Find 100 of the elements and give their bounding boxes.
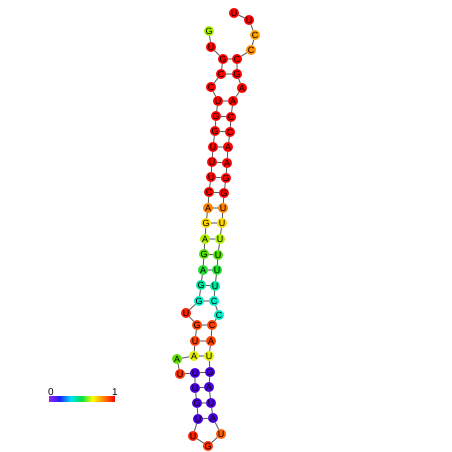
connector-line — [214, 192, 220, 194]
nucleotide-circle: U — [190, 383, 200, 393]
nucleotide-circle: G — [192, 398, 202, 408]
connector-line — [210, 222, 218, 224]
connector-line — [221, 63, 223, 70]
connector-line — [218, 243, 220, 251]
connector-line — [199, 289, 201, 297]
connector-line — [204, 228, 206, 234]
connector-line — [199, 386, 205, 388]
connector-line — [222, 212, 224, 218]
connector-line — [226, 168, 228, 174]
connector-line — [238, 78, 241, 84]
nucleotide-circle: C — [225, 127, 235, 137]
connector-line — [214, 50, 220, 56]
connector-line — [196, 438, 204, 444]
connector-line — [209, 345, 211, 352]
connector-line — [235, 92, 240, 98]
nucleotide-circle: A — [237, 83, 247, 93]
nucleotide-circle: A — [189, 351, 199, 361]
connector-line — [208, 254, 214, 256]
connector-line — [220, 130, 226, 132]
nucleotide-circle: C — [250, 30, 260, 40]
connector-line — [211, 436, 218, 444]
nucleotide-circle: A — [204, 382, 214, 392]
nucleotide-circle: A — [223, 142, 233, 152]
connector-line — [214, 290, 216, 296]
connector-line — [202, 402, 206, 404]
nucleotide-circle: C — [209, 296, 219, 306]
nucleotide-circle: G — [201, 218, 211, 228]
connector-line — [201, 274, 203, 281]
connector-line — [204, 300, 210, 302]
nucleotide-circle: C — [204, 187, 214, 197]
nucleotide-circle: U — [208, 142, 218, 152]
connector-line — [177, 363, 180, 370]
connector-line — [208, 376, 210, 382]
connector-line — [214, 120, 216, 126]
nucleotide-circle: C — [216, 69, 226, 79]
connector-line — [228, 58, 232, 60]
connector-line — [209, 181, 211, 188]
nucleotide-circle: U — [181, 308, 191, 318]
nucleotide-circle: U — [207, 157, 217, 167]
nucleotide-circle: G — [221, 173, 231, 183]
connector-line — [226, 152, 228, 158]
connector-line — [230, 122, 232, 128]
nucleotide-circle: U — [229, 8, 239, 18]
connector-line — [195, 392, 197, 399]
nucleotide-circle: G — [232, 69, 242, 79]
connector-line — [195, 329, 197, 337]
nucleotide-circle: U — [217, 218, 227, 228]
nucleotide-circle: C — [226, 112, 236, 122]
nucleotide-circle: G — [203, 441, 213, 451]
nucleotide-circle: U — [188, 431, 198, 441]
connector-line — [209, 35, 211, 43]
connector-line — [216, 260, 218, 266]
nucleotide-circle: A — [203, 203, 213, 213]
connector-line — [208, 360, 210, 368]
connector-line — [206, 212, 208, 219]
nucleotide-circle: G — [210, 126, 220, 136]
connector-line — [196, 408, 198, 414]
nucleotide-circle: U — [190, 368, 200, 378]
connector-line — [216, 105, 218, 112]
connector-line — [181, 356, 190, 359]
scale-tick-label: 0 — [48, 388, 54, 398]
nucleotide-circle: C — [207, 320, 217, 330]
nucleotide-circle: C — [246, 45, 256, 55]
connector-line — [194, 378, 196, 384]
connector-line — [252, 39, 254, 46]
connector-line — [205, 284, 211, 286]
connector-line — [200, 340, 206, 342]
connector-line — [209, 391, 211, 399]
connector-line — [210, 330, 212, 336]
connector-line — [184, 372, 190, 374]
connector-line — [202, 258, 204, 266]
nucleotide-circle: U — [244, 15, 254, 25]
connector-line — [224, 182, 226, 189]
nucleotide-circle: C — [214, 310, 224, 320]
connector-line — [210, 238, 216, 240]
nucleotide-circle: U — [204, 351, 214, 361]
connector-line — [202, 418, 208, 420]
connector-line — [212, 152, 214, 158]
nucleotide-circle: G — [211, 111, 221, 121]
nucleotide-circle: C — [206, 82, 216, 92]
connector-line — [222, 100, 228, 102]
nucleotide-circle: G — [205, 367, 215, 377]
nucleotide-circle: A — [222, 158, 232, 168]
nucleotide-circle: A — [200, 234, 210, 244]
connector-line — [222, 198, 224, 204]
nucleotide-circle: U — [206, 398, 216, 408]
nucleotide-circle: U — [206, 172, 216, 182]
nucleotide-circle: A — [172, 354, 182, 364]
nucleotide-circle: U — [218, 203, 228, 213]
connector-line — [202, 324, 208, 326]
nucleotide-circle: U — [216, 429, 226, 439]
connector-line — [236, 64, 238, 70]
connector-line — [218, 146, 224, 148]
nucleotide-circle: G — [196, 280, 206, 290]
nucleotide-circle: U — [193, 414, 203, 424]
nucleotide-circle: U — [210, 281, 220, 291]
connector-line — [204, 244, 206, 250]
nucleotide-circle: G — [218, 54, 228, 64]
